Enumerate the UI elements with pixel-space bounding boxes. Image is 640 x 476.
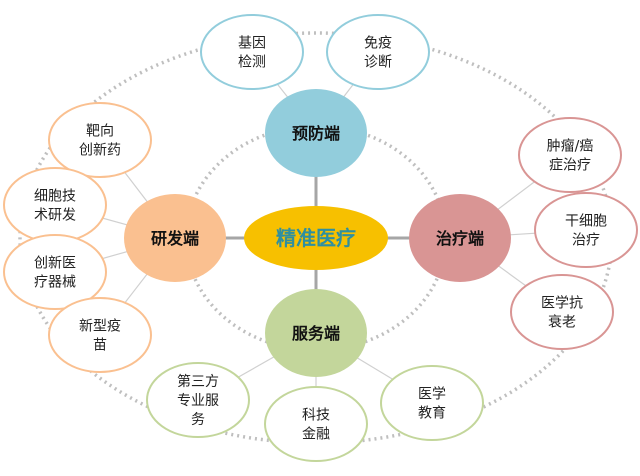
treat-child-node (518, 117, 622, 193)
core-node (244, 206, 388, 270)
child-label: 医学抗衰老 (541, 296, 583, 331)
treat-hub-label: 治疗端 (436, 229, 484, 248)
treat-child-node (534, 192, 638, 268)
rd-hub (124, 194, 226, 282)
service-hub-label: 服务端 (292, 324, 340, 343)
prevent-child-node (326, 14, 430, 90)
core-label: 精准医疗 (276, 226, 356, 250)
prevent-hub-label: 预防端 (292, 124, 340, 143)
treat-child-node (510, 274, 614, 350)
service-child-node (380, 365, 484, 441)
child-label: 肿瘤/癌症治疗 (547, 138, 594, 174)
child-label: 新型疫苗 (79, 319, 121, 354)
child-label: 科技金融 (302, 408, 330, 443)
service-hub (265, 289, 367, 377)
rd-child-node (48, 102, 152, 178)
treat-hub (409, 194, 511, 282)
prevent-hub (265, 89, 367, 177)
child-label: 免疫诊断 (364, 36, 392, 71)
rd-child-node (48, 297, 152, 373)
rd-child-node (3, 167, 107, 243)
child-label: 基因检测 (238, 35, 266, 71)
child-label: 医学教育 (418, 387, 446, 422)
child-label: 干细胞治疗 (565, 214, 607, 249)
service-child-node (264, 386, 368, 462)
child-label: 第三方专业服务 (177, 373, 219, 428)
child-label: 创新医疗器械 (34, 256, 76, 291)
child-label: 靶向创新药 (79, 124, 121, 159)
rd-child-node (3, 234, 107, 310)
rd-hub-label: 研发端 (151, 229, 199, 248)
child-label: 细胞技术研发 (34, 189, 76, 224)
prevent-child-node (200, 14, 304, 90)
service-child-node (146, 362, 250, 438)
